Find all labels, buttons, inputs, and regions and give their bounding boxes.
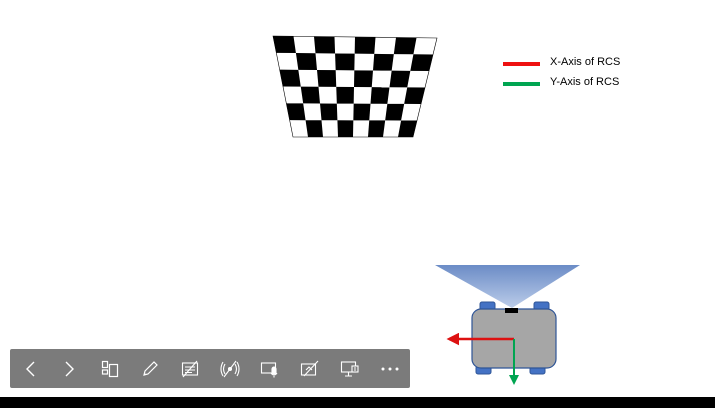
checkerboard-square xyxy=(335,53,355,71)
checkerboard-square xyxy=(393,37,417,55)
checkerboard-square xyxy=(404,87,425,104)
slideshow-toolbar xyxy=(10,349,410,388)
ellipsis-icon xyxy=(381,367,399,371)
checkerboard-square xyxy=(373,53,394,71)
microphone-button[interactable] xyxy=(257,356,283,382)
live-broadcast-off-icon xyxy=(220,360,240,378)
pen-icon xyxy=(143,361,158,376)
camera-off-icon xyxy=(300,360,319,377)
checkerboard-square xyxy=(353,103,371,121)
slide-canvas: X-Axis of RCS Y-Axis of RCS xyxy=(10,35,621,388)
checkerboard-square xyxy=(398,120,417,137)
toggle-live-captions-button[interactable] xyxy=(217,356,243,382)
checkerboard-calibration-target xyxy=(272,35,438,138)
checkerboard-square xyxy=(354,70,373,88)
pen-tool-button[interactable] xyxy=(137,356,163,382)
camera-sensor xyxy=(505,308,518,313)
checkerboard-square xyxy=(410,54,433,71)
presenter-display-button[interactable] xyxy=(337,356,363,382)
checkerboard-square xyxy=(314,36,336,54)
robot-diagram xyxy=(435,265,580,385)
presenter-screen-icon xyxy=(340,361,359,377)
camera-field-of-view xyxy=(435,265,580,308)
checkerboard-square xyxy=(279,69,301,87)
toggle-camera-button[interactable] xyxy=(297,356,323,382)
checkerboard-square xyxy=(385,103,405,121)
checkerboard-square xyxy=(317,70,337,87)
checkerboard-square xyxy=(320,103,338,121)
next-slide-button[interactable] xyxy=(56,356,82,382)
y-axis-legend-swatch xyxy=(503,82,540,86)
checkerboard-square xyxy=(389,70,411,88)
checkerboard-square xyxy=(370,87,390,104)
x-axis-legend-swatch xyxy=(503,62,540,66)
chevron-left-icon xyxy=(26,361,35,377)
checkerboard-square xyxy=(337,120,354,137)
more-options-button[interactable] xyxy=(377,356,403,382)
checkerboard-square xyxy=(300,86,320,104)
see-all-slides-button[interactable] xyxy=(97,356,123,382)
screen-bottom-bar xyxy=(0,397,715,408)
checkerboard-square xyxy=(273,36,296,54)
checkerboard-square xyxy=(354,37,376,54)
checkerboard-square xyxy=(368,120,386,137)
chevron-right-icon xyxy=(65,361,74,377)
checkerboard-square xyxy=(286,103,306,121)
subtitles-off-icon xyxy=(181,360,199,378)
legend-label-y-axis: Y-Axis of RCS xyxy=(550,76,620,88)
toggle-subtitles-button[interactable] xyxy=(177,356,203,382)
checkerboard-square xyxy=(336,86,354,104)
microphone-icon xyxy=(260,362,278,378)
legend-label-x-axis: X-Axis of RCS xyxy=(550,56,621,68)
checkerboard-square xyxy=(295,53,317,70)
checkerboard-square xyxy=(305,120,323,137)
previous-slide-button[interactable] xyxy=(18,356,44,382)
slides-grid-icon xyxy=(101,360,119,378)
